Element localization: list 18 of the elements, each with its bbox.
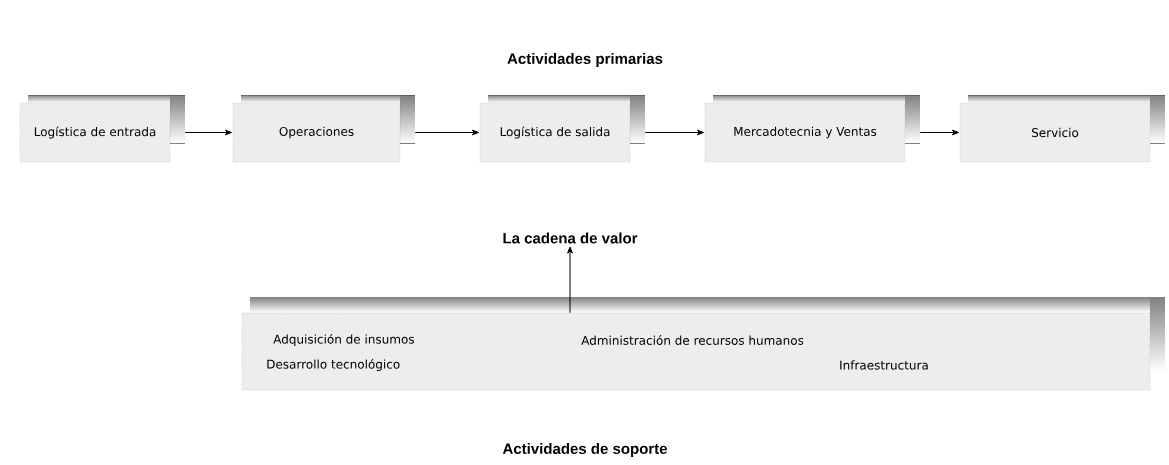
- box-text: Infraestructura: [840, 360, 928, 370]
- heading: Actividades de soporte: [502, 443, 667, 457]
- box-text: Adquisición de insumos: [273, 333, 414, 347]
- arrow: [567, 246, 573, 314]
- process-box: Logística de entrada: [19, 95, 185, 163]
- box-text: Desarrollo tecnológico: [267, 358, 400, 372]
- process-box: Servicio: [959, 95, 1165, 163]
- arrow: [644, 129, 704, 136]
- process-box: Logística de salida: [479, 95, 645, 163]
- process-box: Operaciones: [232, 95, 415, 163]
- support-box: [241, 297, 1165, 391]
- arrow: [919, 129, 959, 136]
- arrow: [184, 129, 232, 136]
- arrow: [414, 129, 479, 136]
- process-box: Mercadotecnia y Ventas: [704, 95, 920, 163]
- heading: Actividades primarias: [507, 53, 663, 67]
- box-text: Administración de recursos humanos: [581, 335, 804, 345]
- heading: La cadena de valor: [503, 232, 638, 244]
